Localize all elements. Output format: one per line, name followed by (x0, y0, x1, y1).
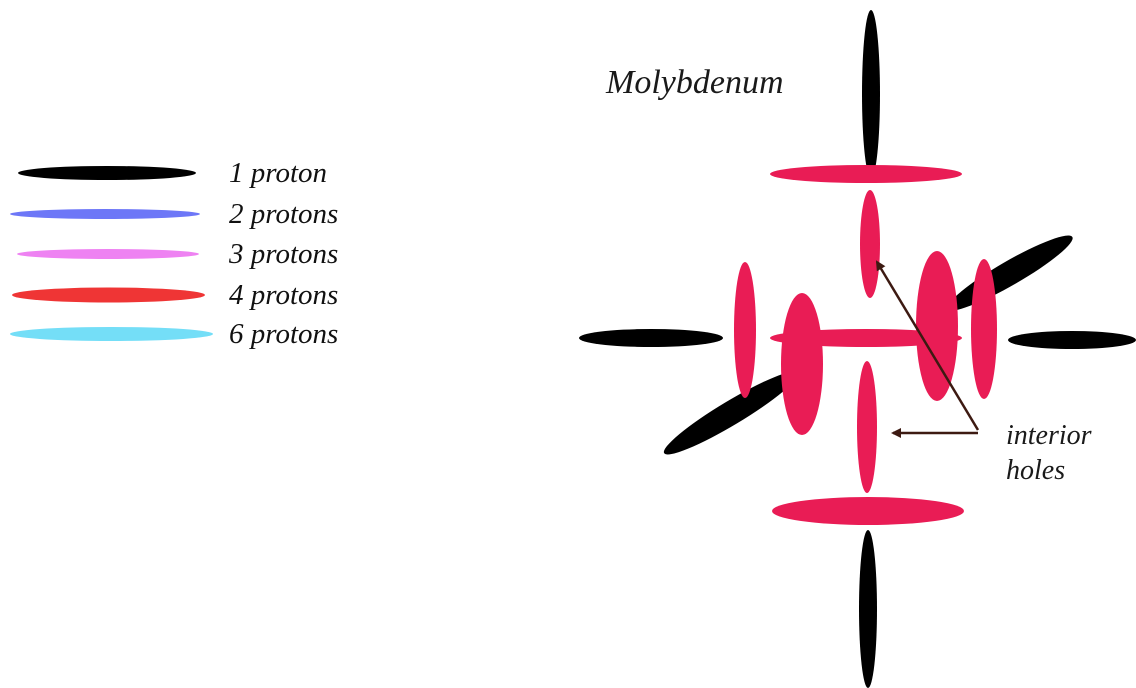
legend-item-1-proton: 1 proton (0, 153, 380, 193)
legend-label-3-protons: 3 protons (229, 238, 339, 270)
arrow-to-upper-hole (875, 260, 980, 431)
legend-swatch-6-protons (10, 327, 213, 341)
legend-label-6-protons: 6 protons (229, 318, 339, 350)
legend-swatch-4-protons (12, 287, 205, 303)
legend-swatch-3-protons (17, 249, 199, 259)
bottom-proton-lobe (859, 530, 877, 688)
diagram-title: Molybdenum (605, 64, 784, 101)
lower-horizontal-lobe (772, 497, 964, 525)
upper-vertical-lobe (860, 190, 880, 298)
legend-label-4-protons: 4 protons (229, 279, 339, 311)
legend-label-2-protons: 2 protons (229, 198, 339, 230)
one-proton-lobes (579, 10, 1136, 688)
legend: 1 proton 2 protons 3 protons 4 protons 6… (0, 157, 380, 350)
upper-horizontal-lobe (770, 165, 962, 183)
legend-label-1-proton: 1 proton (229, 157, 328, 189)
right-proton-lobe (1008, 331, 1136, 349)
legend-item-3-protons: 3 protons (0, 234, 380, 274)
nucleus-lobes (734, 165, 997, 525)
far-right-lobe (971, 259, 997, 399)
inner-left-lobe (781, 293, 823, 435)
lower-vertical-lobe (857, 361, 877, 493)
far-left-lobe (734, 262, 756, 398)
left-proton-lobe (579, 329, 723, 347)
lower-left-proton-lobe (663, 371, 799, 455)
legend-item-4-protons: 4 protons (0, 275, 380, 315)
top-proton-lobe (862, 10, 880, 178)
legend-item-2-protons: 2 protons (0, 194, 380, 234)
legend-swatch-2-protons (10, 209, 200, 219)
annotation-holes: holes (1006, 455, 1065, 486)
annotation-interior: interior (1006, 420, 1092, 451)
inner-right-lobe (916, 251, 958, 401)
legend-swatch-1-proton (18, 166, 196, 180)
upper-right-proton-lobe (947, 235, 1073, 311)
legend-item-6-protons: 6 protons (0, 314, 380, 354)
interior-holes-arrows (875, 260, 980, 438)
